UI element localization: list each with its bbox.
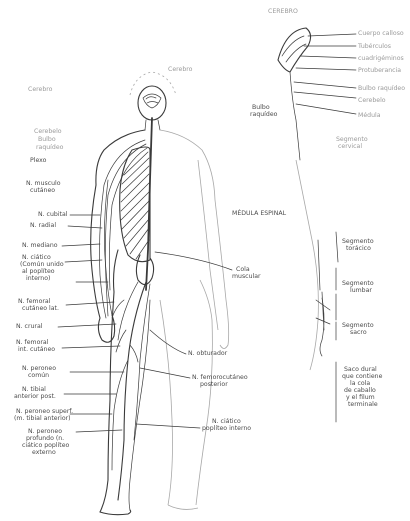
label-n-peroneo-prof-2: profundo (n. bbox=[26, 435, 64, 442]
label-dura-1: Bulbo bbox=[252, 104, 270, 111]
nerve-femoral bbox=[134, 284, 150, 440]
nerve-lateral-cutaneous bbox=[118, 282, 138, 340]
spinal-inset-outline bbox=[296, 160, 318, 370]
label-n-cubital: N. cubital bbox=[38, 211, 67, 218]
right-shoulder bbox=[160, 130, 215, 200]
body-outline bbox=[91, 72, 229, 515]
label-n-mediano: N. mediano bbox=[22, 242, 58, 249]
label-seg-toracico-2: torácico bbox=[346, 245, 371, 252]
nerve-branches bbox=[112, 300, 138, 362]
label-n-femoral-int-2: int. cutáneo bbox=[18, 346, 55, 353]
label-saco-4: de caballo bbox=[344, 387, 376, 394]
label-n-fem-cut-post-2: posterior bbox=[200, 381, 228, 388]
head-outline bbox=[138, 86, 166, 120]
head-dotted-outline bbox=[130, 72, 176, 95]
right-hip bbox=[200, 280, 212, 320]
label-left-plexo: Plexo bbox=[30, 157, 46, 164]
label-n-ciatico-pl3: interno) bbox=[26, 275, 50, 282]
nerve-sciatic-main bbox=[118, 282, 146, 500]
label-n-musculo-2: cutáneo bbox=[30, 187, 55, 194]
label-n-tibial-1: N. tibial bbox=[22, 386, 46, 393]
label-seg-toracico-1: Segmento bbox=[342, 238, 374, 245]
spinal-cord-line bbox=[146, 118, 152, 290]
label-left-upper-c: raquídeo bbox=[36, 144, 63, 151]
label-n-ciatico-pl1: (Común unido bbox=[20, 261, 64, 268]
label-n-tibial-2: anterior post. bbox=[14, 393, 56, 400]
brain-inset-shape bbox=[278, 28, 311, 72]
label-n-peroneo-comun-2: común bbox=[28, 372, 49, 379]
label-n-peroneo-sup-2: (m. tibial anterior) bbox=[14, 415, 71, 422]
brain-folds bbox=[146, 97, 158, 103]
label-n-ciatico-pl2: al poplíteo bbox=[22, 268, 55, 275]
torso-right bbox=[198, 160, 218, 330]
lumbar-plexus bbox=[136, 255, 153, 285]
label-brain-5: Bulbo raquídeo bbox=[358, 85, 405, 92]
label-n-peroneo-prof-4: externo bbox=[32, 449, 56, 456]
label-seg-lumbar-2: lumbar bbox=[350, 287, 372, 294]
label-n-femoral-int-1: N. femoral bbox=[16, 339, 48, 346]
label-brain-6: Cerebelo bbox=[358, 97, 386, 104]
label-n-musculo-1: N. musculo bbox=[26, 180, 61, 187]
nerves bbox=[100, 140, 151, 500]
label-saco-6: terminale bbox=[348, 401, 378, 408]
label-n-crural: N. crural bbox=[16, 323, 42, 330]
label-n-femoral-cut-2: cutáneo lat. bbox=[22, 305, 59, 312]
label-medula: MÉDULA ESPINAL bbox=[232, 210, 286, 217]
label-n-radial: N. radial bbox=[30, 222, 56, 229]
label-saco-5: y el filum bbox=[346, 394, 375, 401]
label-brain-3: cuadrigéminos bbox=[358, 55, 404, 62]
cauda-equina bbox=[320, 298, 324, 356]
spinal-inset bbox=[296, 160, 338, 422]
label-n-obturador: N. obturador bbox=[188, 350, 227, 357]
left-hip bbox=[114, 250, 119, 292]
spinal-inset-leaders bbox=[336, 232, 338, 422]
label-brain-1: Cuerpo calloso bbox=[358, 30, 404, 37]
label-n-peroneo-comun-1: N. peroneo bbox=[22, 365, 56, 372]
right-leg-inner bbox=[160, 300, 173, 505]
brain-inset-folds bbox=[282, 36, 306, 62]
label-n-ciatico: N. ciático bbox=[22, 254, 51, 261]
left-arm-outer bbox=[91, 185, 100, 318]
label-brain-7: Médula bbox=[358, 112, 381, 119]
label-saco-2: que contiene bbox=[342, 373, 382, 380]
right-arm bbox=[215, 200, 229, 349]
label-n-peroneo-prof-3: ciático poplíteo bbox=[22, 442, 69, 449]
label-seg-lumbar-1: Segmento bbox=[342, 280, 374, 287]
label-seg-sacro-1: Segmento bbox=[342, 322, 374, 329]
label-upper-mid-hint: Cerebro bbox=[168, 66, 192, 73]
label-n-fem-cut-post-1: N. femorocutáneo bbox=[192, 374, 248, 381]
label-brain-2: Tubérculos bbox=[358, 43, 391, 50]
brain-shape bbox=[143, 94, 161, 108]
label-brain-4: Protuberancia bbox=[358, 67, 401, 74]
label-segmento-superior-1: Segmento bbox=[336, 136, 368, 143]
right-foot bbox=[168, 505, 198, 509]
label-segmento-superior-2: cervical bbox=[338, 143, 362, 150]
label-saco-1: Saco dural bbox=[344, 366, 377, 373]
label-left-upper-a: Cerebelo bbox=[34, 128, 62, 135]
brainstem-inset bbox=[290, 72, 300, 160]
label-dura-2: raquídeo bbox=[250, 111, 277, 118]
hatch-lines bbox=[121, 152, 149, 259]
label-n-peroneo-prof-1: N. peroneo bbox=[28, 428, 62, 435]
label-left-upper-b: Bulbo bbox=[38, 136, 56, 143]
label-n-ciatico-pop-2: poplíteo interno bbox=[202, 425, 251, 432]
label-n-peroneo-sup-1: N. peroneo superf. bbox=[16, 408, 73, 415]
brain-inset-leaders bbox=[294, 34, 356, 114]
label-saco-3: la cola bbox=[350, 380, 370, 387]
label-n-ciatico-pop-1: N. ciático bbox=[212, 418, 241, 425]
mid-leader-lines bbox=[136, 252, 232, 428]
label-top-head: CEREBRO bbox=[268, 8, 298, 15]
right-leg-outer bbox=[196, 320, 212, 505]
label-cola-1: Cola bbox=[236, 266, 250, 273]
left-foot bbox=[100, 510, 131, 515]
label-seg-sacro-2: sacro bbox=[350, 329, 367, 336]
label-cola-2: muscular bbox=[232, 273, 261, 280]
label-n-femoral-cut-1: N. femoral bbox=[18, 298, 50, 305]
nerve-peroneal bbox=[112, 360, 128, 470]
label-top-left-hint: Cerebro bbox=[28, 86, 52, 93]
